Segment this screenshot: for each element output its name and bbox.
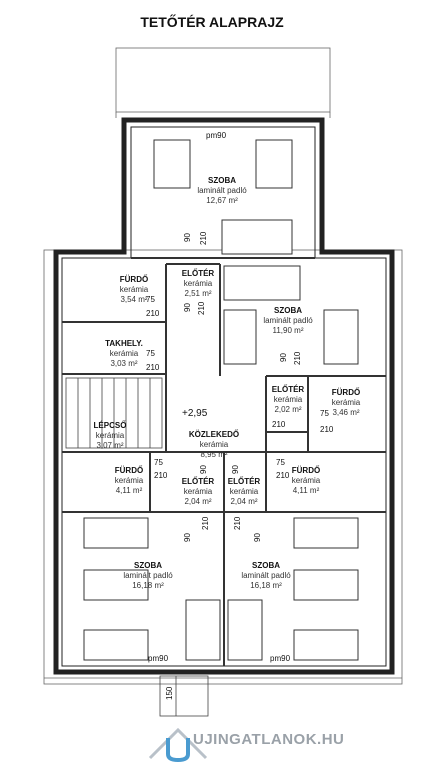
room-szoba-bl-area: 16,18 m² bbox=[132, 581, 164, 590]
room-eloter-2-floor: kerámia bbox=[274, 395, 303, 404]
room-szoba-br-name: SZOBA bbox=[252, 561, 280, 570]
door-label: 150 bbox=[165, 686, 174, 700]
room-takhely-name: TAKHELY. bbox=[105, 339, 143, 348]
room-lepcso-name: LÉPCSŐ bbox=[94, 421, 127, 430]
door-label: 75 bbox=[320, 409, 329, 418]
door-label: 210 bbox=[199, 231, 208, 245]
exterior-walls bbox=[53, 117, 395, 675]
room-eloter-3-name: ELŐTÉR bbox=[182, 477, 215, 486]
door-label: pm90 bbox=[206, 131, 227, 140]
door-label: 90 bbox=[279, 353, 288, 362]
room-szoba-top-name: SZOBA bbox=[208, 176, 236, 185]
door-label: 75 bbox=[146, 295, 155, 304]
door-label: pm90 bbox=[270, 654, 291, 663]
room-szoba-mid-area: 11,90 m² bbox=[273, 326, 304, 335]
door-label: 90 bbox=[199, 465, 208, 474]
room-kozlekedo-area: 8,95 m² bbox=[200, 450, 227, 459]
room-eloter-2-area: 2,02 m² bbox=[274, 405, 301, 414]
door-label: 210 bbox=[197, 301, 206, 315]
door-labels: pm90 pm90 pm90 90 210 90 210 75 210 75 210 90 210 210… bbox=[146, 131, 334, 700]
room-furdo-1-area: 3,54 m² bbox=[120, 295, 147, 304]
room-furdo-3-floor: kerámia bbox=[115, 476, 144, 485]
room-takhely-floor: kerámia bbox=[110, 349, 139, 358]
room-takhely-area: 3,03 m² bbox=[110, 359, 137, 368]
exterior-walls-inner bbox=[61, 126, 387, 667]
watermark-text: UJINGATLANOK.HU bbox=[193, 731, 345, 748]
page-title: TETŐTÉR ALAPRAJZ bbox=[140, 14, 284, 30]
room-furdo-2-area: 3,46 m² bbox=[332, 408, 359, 417]
room-szoba-top-area: 12,67 m² bbox=[206, 196, 238, 205]
door-label: 75 bbox=[146, 349, 155, 358]
door-label: 210 bbox=[146, 363, 160, 372]
room-furdo-2-floor: kerámia bbox=[332, 398, 361, 407]
room-furdo-4-name: FÜRDŐ bbox=[292, 466, 320, 475]
watermark-logo bbox=[148, 727, 208, 762]
room-eloter-3-area: 2,04 m² bbox=[184, 497, 211, 506]
interior-walls bbox=[62, 257, 386, 666]
room-szoba-bl-name: SZOBA bbox=[134, 561, 162, 570]
door-label: 90 bbox=[183, 533, 192, 542]
door-label: 210 bbox=[146, 309, 160, 318]
door-label: 75 bbox=[276, 458, 285, 467]
door-label: 210 bbox=[154, 471, 168, 480]
room-eloter-1-name: ELŐTÉR bbox=[182, 269, 215, 278]
room-eloter-3-floor: kerámia bbox=[184, 487, 213, 496]
door-label: pm90 bbox=[148, 654, 169, 663]
staircase bbox=[65, 377, 163, 449]
door-label: 210 bbox=[272, 420, 286, 429]
room-kozlekedo-name: KÖZLEKEDŐ bbox=[189, 430, 239, 439]
room-szoba-mid-name: SZOBA bbox=[274, 306, 302, 315]
room-eloter-4-area: 2,04 m² bbox=[230, 497, 257, 506]
door-label: 210 bbox=[276, 471, 290, 480]
door-label: 90 bbox=[231, 465, 240, 474]
door-label: 75 bbox=[154, 458, 163, 467]
door-label: 90 bbox=[183, 303, 192, 312]
room-eloter-2-name: ELŐTÉR bbox=[272, 385, 305, 394]
room-furdo-4-floor: kerámia bbox=[292, 476, 321, 485]
room-furdo-1-name: FÜRDŐ bbox=[120, 275, 148, 284]
room-furdo-3-area: 4,11 m² bbox=[116, 486, 143, 495]
room-szoba-br-area: 16,18 m² bbox=[250, 581, 282, 590]
room-eloter-4-floor: kerámia bbox=[230, 487, 259, 496]
door-label: 90 bbox=[253, 533, 262, 542]
room-kozlekedo-floor: kerámia bbox=[200, 440, 229, 449]
room-eloter-1-floor: kerámia bbox=[184, 279, 213, 288]
door-label: 210 bbox=[293, 351, 302, 365]
door-label: 210 bbox=[320, 425, 334, 434]
door-label: 210 bbox=[233, 516, 242, 530]
roof-outline bbox=[115, 47, 331, 118]
room-lepcso-area: 3,07 m² bbox=[96, 441, 123, 450]
level-mark: +2,95 bbox=[182, 408, 208, 419]
room-furdo-4-area: 4,11 m² bbox=[293, 486, 320, 495]
door-label: 90 bbox=[183, 233, 192, 242]
room-szoba-mid-floor: laminált padló bbox=[263, 316, 313, 325]
room-szoba-bl-floor: laminált padló bbox=[123, 571, 173, 580]
room-eloter-4-name: ELŐTÉR bbox=[228, 477, 261, 486]
entrance-steps bbox=[159, 675, 209, 717]
room-szoba-top-floor: laminált padló bbox=[197, 186, 247, 195]
room-furdo-3-name: FÜRDŐ bbox=[115, 466, 143, 475]
room-lepcso-floor: kerámia bbox=[96, 431, 125, 440]
door-label: 210 bbox=[201, 516, 210, 530]
room-eloter-1-area: 2,51 m² bbox=[184, 289, 211, 298]
room-furdo-2-name: FÜRDŐ bbox=[332, 388, 360, 397]
room-furdo-1-floor: kerámia bbox=[120, 285, 149, 294]
furniture-beds bbox=[83, 139, 359, 661]
room-szoba-br-floor: laminált padló bbox=[241, 571, 291, 580]
